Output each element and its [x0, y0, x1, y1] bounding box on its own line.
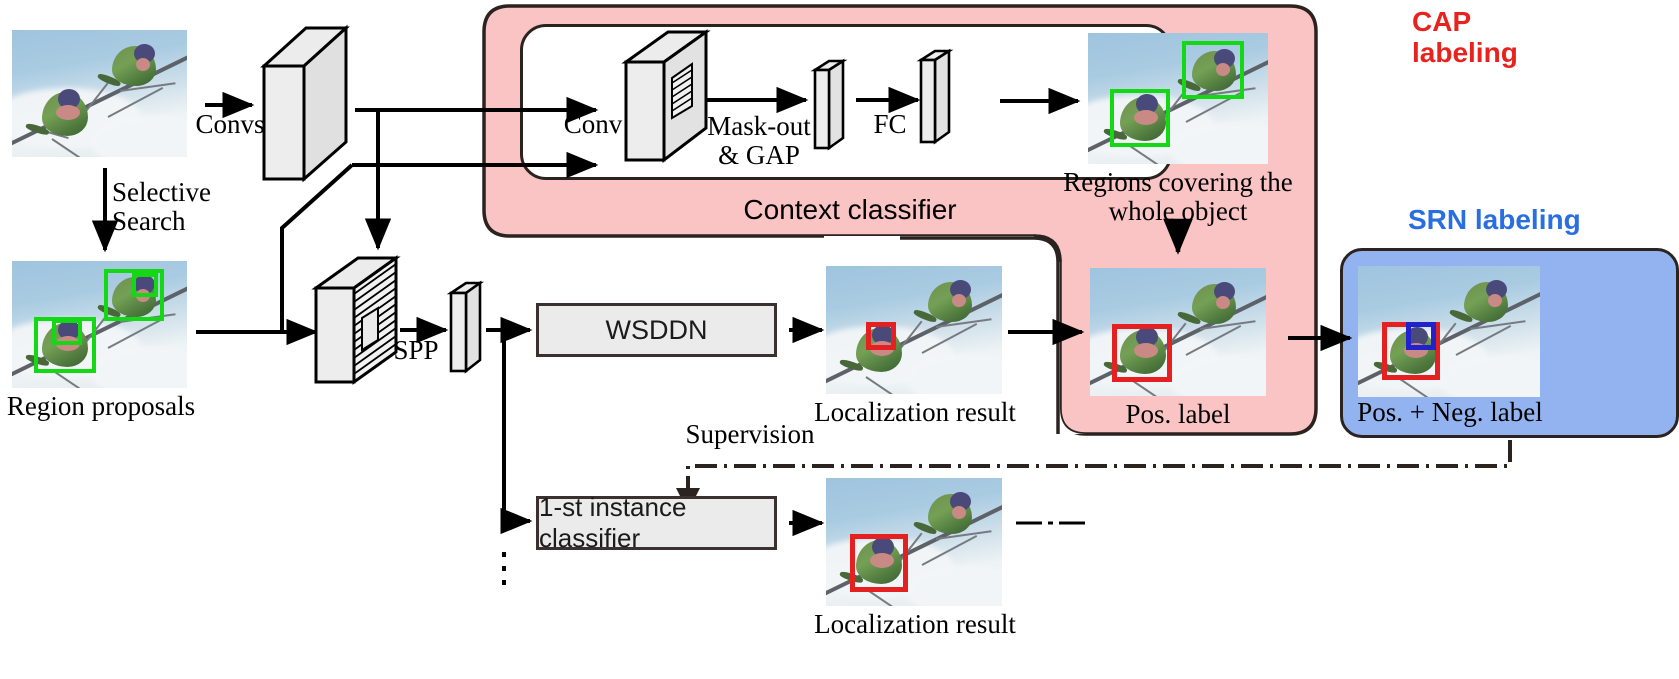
proposal-box	[52, 319, 82, 345]
negative-label-box	[1406, 322, 1436, 350]
localization-result-top-label: Localization result	[814, 397, 1016, 427]
input-image	[12, 30, 187, 157]
context-classifier-label: Context classifier	[743, 194, 957, 225]
srn-labeling-tag: SRN labeling	[1408, 204, 1581, 235]
fc-label: FC	[873, 109, 907, 139]
proposal-box	[132, 273, 158, 297]
first-instance-classifier-block[interactable]: 1-st instance classifier	[536, 492, 777, 553]
localization-result-bottom-image	[826, 478, 1002, 606]
conv-label: Conv	[563, 109, 623, 139]
cap-region-box	[1110, 89, 1170, 147]
region-proposals-label: Region proposals	[6, 391, 196, 421]
localization-result-bottom-label: Localization result	[814, 609, 1016, 639]
wsddn-block[interactable]: WSDDN	[536, 303, 777, 357]
supervision-label: Supervision	[685, 419, 815, 449]
region-proposals-image	[12, 261, 187, 388]
pos-label-caption: Pos. label	[1125, 399, 1231, 429]
pos-label-image	[1090, 268, 1266, 396]
positive-label-box	[1112, 324, 1172, 382]
photo-bird-lower	[24, 89, 88, 137]
regions-covering-label: Regions covering the whole object	[1063, 167, 1293, 227]
selective-search-label: Selective Search	[112, 177, 211, 237]
spp-label: SPP	[393, 335, 439, 365]
localization-box	[866, 322, 896, 350]
convs-label: Convs	[195, 109, 265, 139]
pos-neg-label-caption: Pos. + Neg. label	[1357, 397, 1543, 427]
mask-out-gap-label: Mask-out & GAP	[707, 111, 811, 171]
proposal-box	[104, 269, 164, 321]
localization-box	[850, 534, 908, 592]
cap-regions-image	[1088, 33, 1268, 164]
cap-region-box	[1182, 41, 1244, 99]
localization-result-top-image	[826, 266, 1002, 394]
photo-bird-upper	[96, 44, 156, 88]
cap-labeling-tag: CAP labeling	[1412, 6, 1518, 69]
srn-label-image	[1358, 266, 1540, 397]
